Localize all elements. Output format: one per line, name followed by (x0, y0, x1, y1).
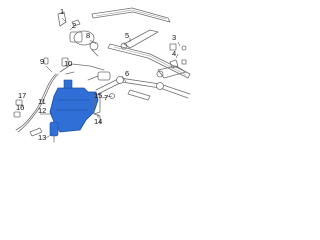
callout-label: 5 (125, 31, 129, 40)
callout-label: 15 (94, 91, 102, 100)
callout-label: 14 (94, 117, 102, 126)
callout-label: 1 (60, 7, 64, 16)
parts-diagram: 1 2 3 4 5 6 7 8 9 10 11 12 13 14 15 16 1… (0, 0, 200, 147)
callout-label: 12 (38, 106, 46, 115)
callout-label: 2 (72, 21, 76, 30)
reservoir-bracket (93, 93, 101, 125)
exploded-view-svg: 1 2 3 4 5 6 7 8 9 10 11 12 13 14 15 16 1… (13, 7, 191, 143)
washer-nozzle (29, 127, 43, 137)
wiper-motor (69, 30, 99, 57)
callout-label: 13 (38, 133, 46, 142)
hose-connectors (13, 57, 75, 118)
callout-label: 17 (18, 91, 26, 100)
wiper-blade-upper (91, 7, 171, 23)
callout-label: 8 (86, 31, 90, 40)
wiper-arm-upper (120, 29, 159, 50)
washer-hose (15, 63, 105, 133)
pivot-cap (169, 59, 187, 69)
wiper-blade-lower (107, 43, 191, 79)
wiper-linkage (95, 76, 191, 101)
washer-pump (49, 121, 59, 143)
leader-lines (21, 17, 181, 139)
callout-label: 11 (38, 97, 46, 106)
callout-label: 16 (16, 103, 24, 112)
callout-label: 3 (172, 33, 176, 42)
callout-label: 4 (172, 49, 176, 58)
wiper-arm-lower (156, 65, 187, 79)
callout-label: 6 (125, 69, 129, 78)
linkage-connector (87, 71, 111, 81)
callout-label: 9 (40, 57, 44, 66)
cap-nut (169, 43, 187, 51)
callout-label: 7 (104, 93, 108, 102)
callout-label: 10 (64, 59, 72, 68)
